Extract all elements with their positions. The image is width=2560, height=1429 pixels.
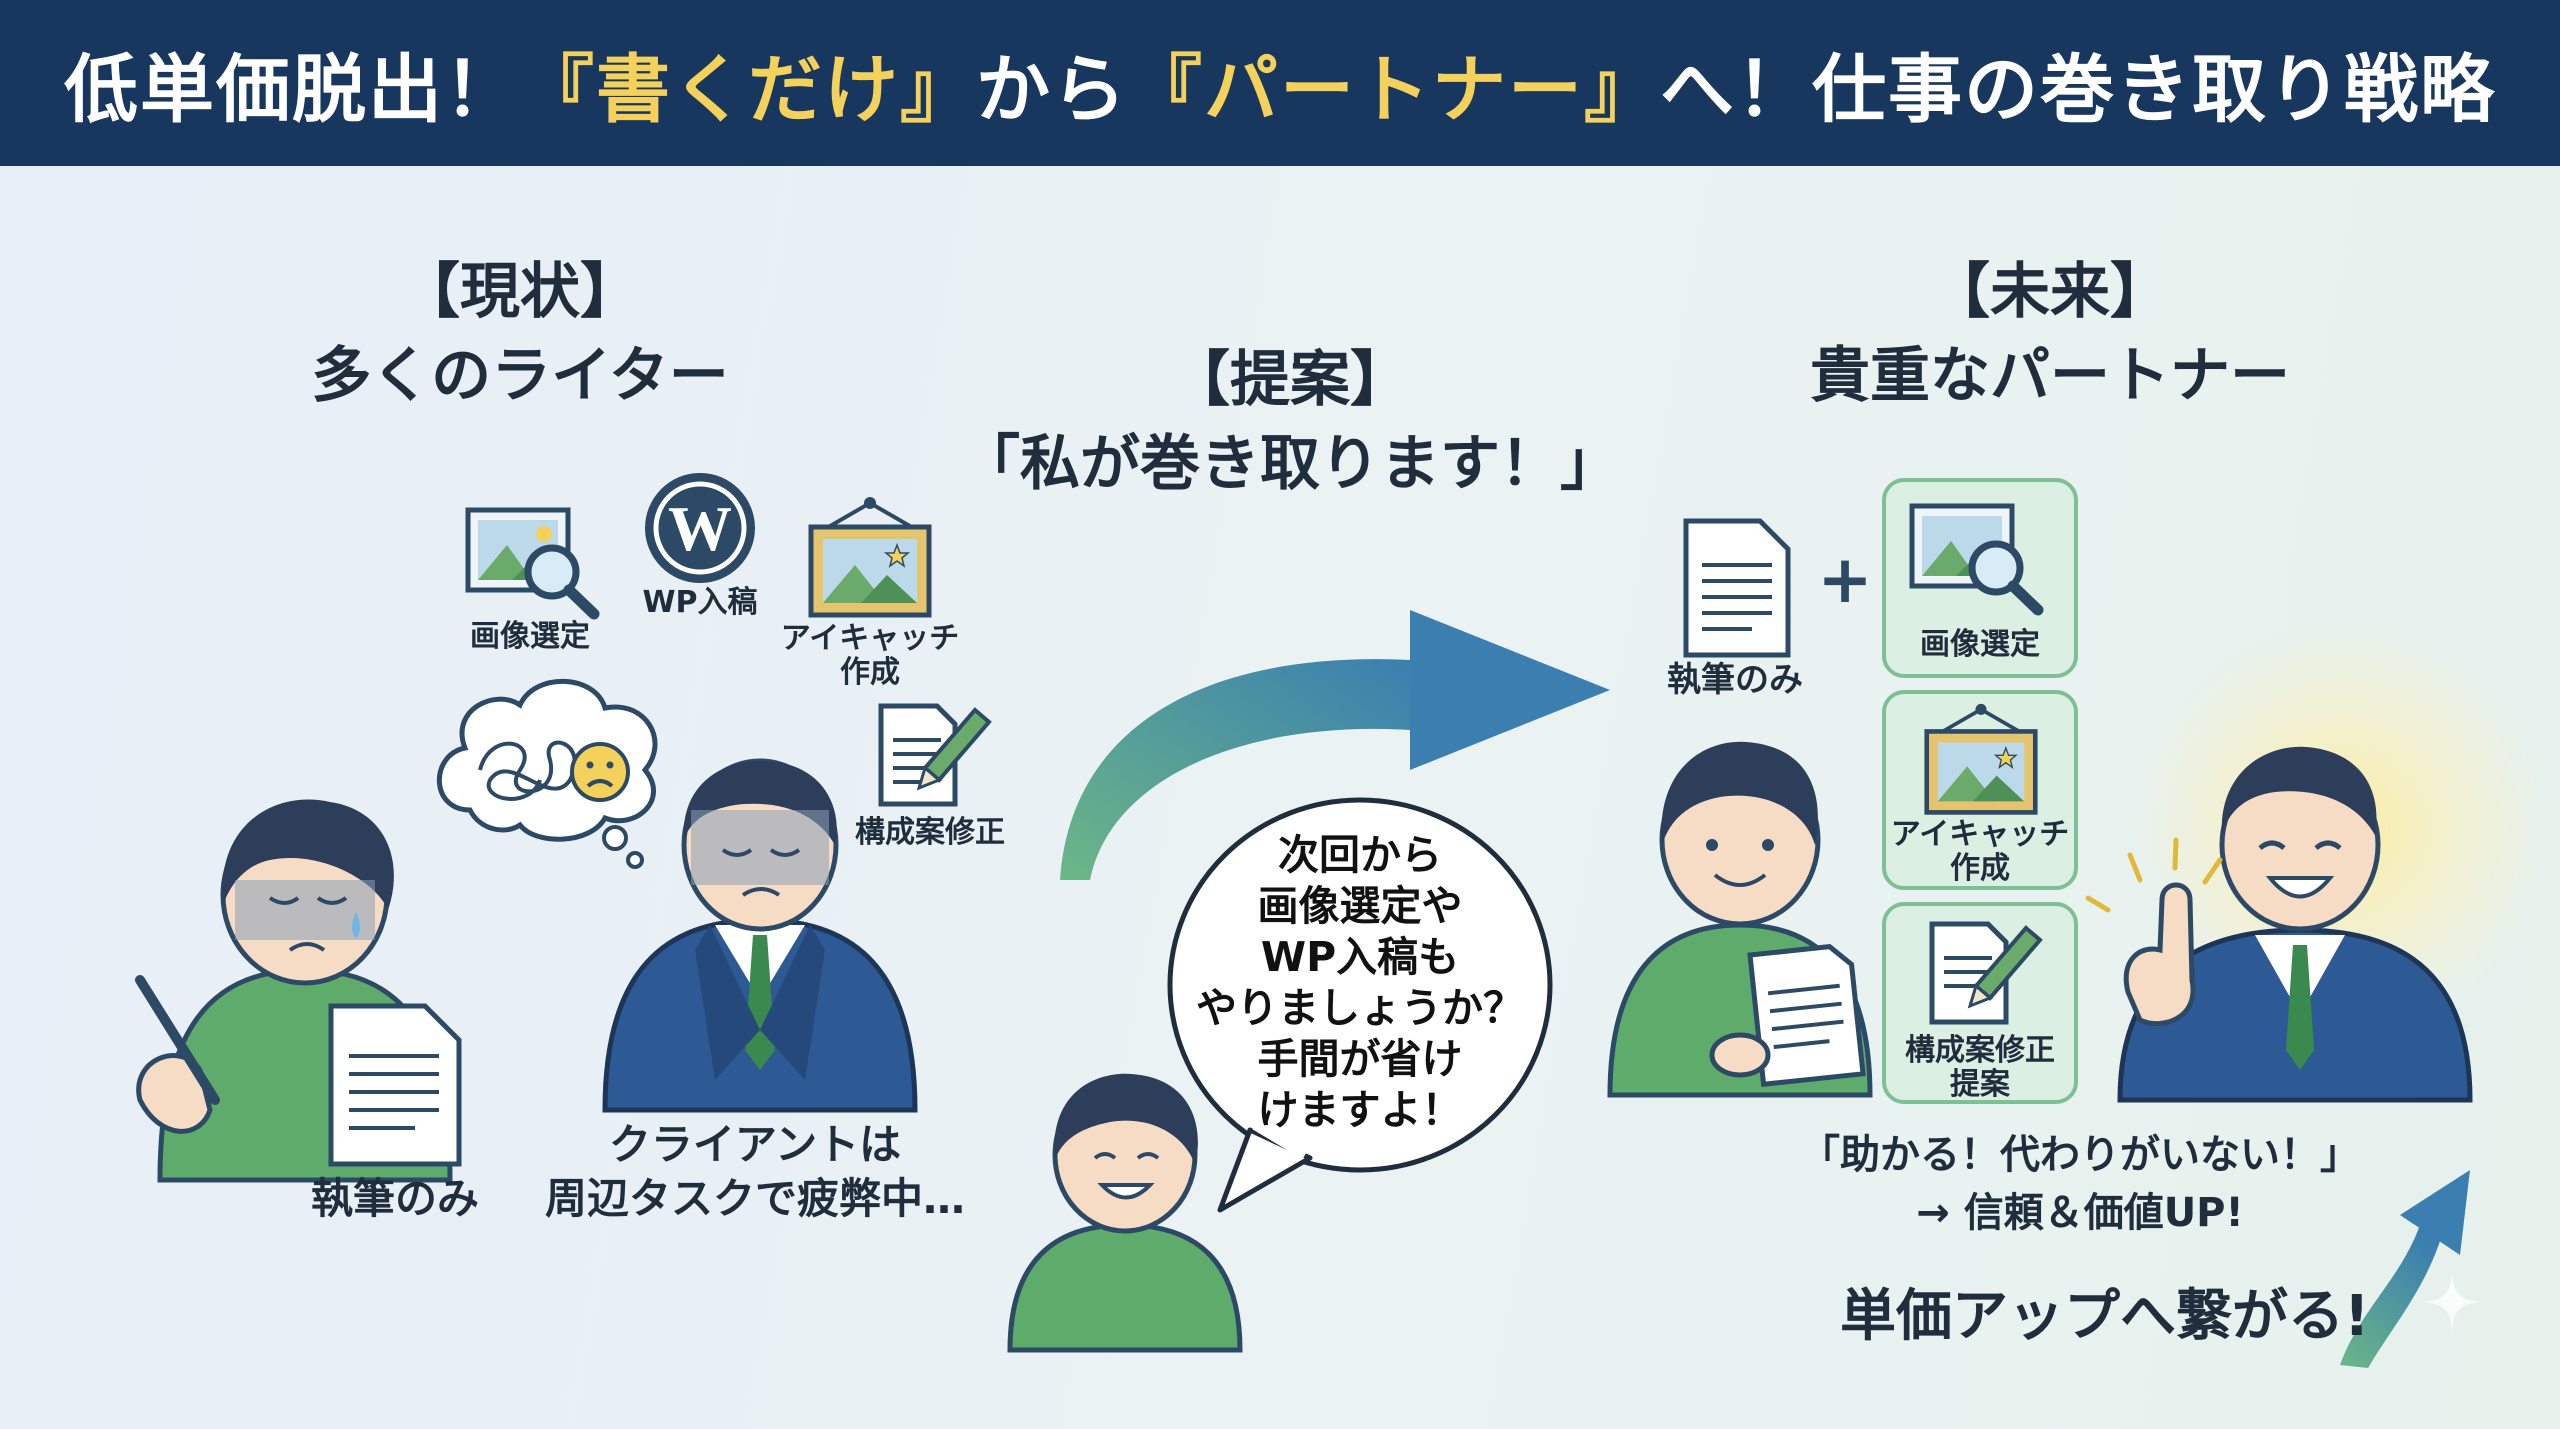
current-heading: 【現状】 多くのライター [311,257,729,411]
document-edit-icon [1929,921,2043,1025]
smiling-writer-illustration [1007,1073,1243,1353]
image-search-icon [465,507,600,620]
future-heading: 【未来】 貴重なパートナー [1810,257,2290,411]
happy-client-illustration [2085,746,2473,1103]
icon-label-image-select: 画像選定 [470,619,590,654]
speech-bubble-text: 次回から 画像選定や WP入稿も やりましょうか？ 手間が省け けますよ！ [1196,831,1524,1134]
wordpress-icon: W [645,473,755,583]
image-search-icon [1909,503,2044,616]
sparkle-icon [2424,1274,2480,1330]
icon-label-structure: 構成案修正 [855,815,1005,850]
task-card-structure: 構成案修正 提案 [1882,902,2078,1104]
card-label: 画像選定 [1920,627,2040,662]
title-banner: 低単価脱出！『書くだけ』から『パートナー』へ！仕事の巻き取り戦略 [0,0,2560,166]
writer-label: 執筆のみ [310,1174,479,1223]
client-label: クライアントは 周辺タスクで疲弊中… [544,1120,965,1223]
tired-client-illustration [602,758,918,1113]
card-label: アイキャッチ 作成 [1890,817,2070,886]
eyecatch-frame-icon [808,497,932,618]
icon-label-eyecatch: アイキャッチ 作成 [780,621,960,690]
page-title: 低単価脱出！『書くだけ』から『パートナー』へ！仕事の巻き取り戦略 [64,46,2496,133]
card-label: 構成案修正 提案 [1905,1033,2055,1102]
svg-text:W: W [668,493,732,564]
paper-icon [328,1003,462,1167]
thought-bubble-icon [436,678,658,869]
paper-icon [1683,518,1791,658]
future-writing-label: 執筆のみ [1667,660,1803,700]
speech-bubble-icon [1167,797,1553,1213]
arrow-icon [1060,610,1610,880]
task-card-image-select: 画像選定 [1882,478,2078,678]
up-arrow-icon [2340,1170,2470,1368]
eyecatch-frame-icon [1924,703,2038,815]
document-edit-icon [878,703,992,807]
plus-sign: + [1817,541,1873,618]
conclusion-text: 単価アップへ繋がる! [1840,1284,2370,1349]
task-card-eyecatch: アイキャッチ 作成 [1882,690,2078,890]
icon-label-wp: WP入稿 [642,585,758,620]
happy-writer-illustration [1607,741,1873,1098]
trust-value-result: → 信頼＆価値UP! [1916,1190,2244,1236]
proposal-heading: 【提案】 「私が巻き取ります！」 [960,345,1620,499]
client-quote: 「助かる！代わりがいない！」 [1800,1132,2360,1178]
